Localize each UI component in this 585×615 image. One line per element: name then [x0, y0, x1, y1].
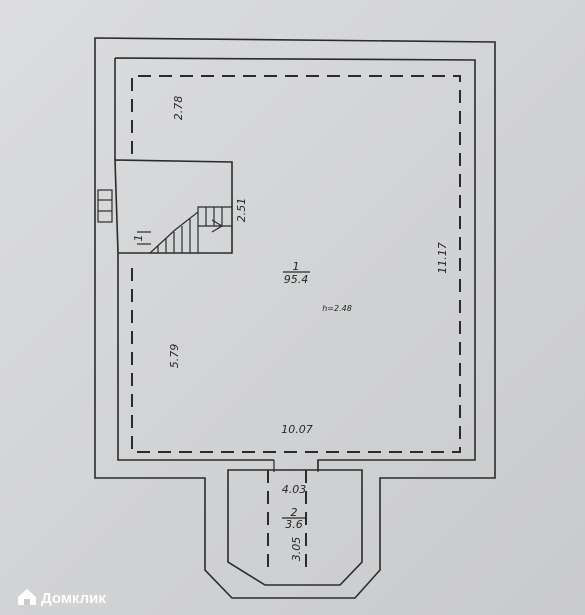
- dim-stair: 2.51: [235, 198, 248, 223]
- dim-porch-depth: 3.05: [290, 537, 303, 562]
- stair-treads: [149, 206, 232, 254]
- room1-measure-line: [131, 75, 461, 453]
- dim-right: 11.17: [436, 242, 449, 274]
- stair-block: [114, 159, 233, 254]
- dim-porch-width: 4.03: [282, 483, 307, 496]
- dim-bottom: 10.07: [281, 423, 313, 436]
- inner-wall: [114, 57, 476, 586]
- room1-height: h=2.48: [322, 304, 352, 313]
- room2-measure-line: [267, 470, 307, 568]
- watermark-text: Домклик: [41, 590, 106, 607]
- room1-number: 1: [293, 260, 300, 273]
- window: [97, 189, 113, 223]
- outer-wall: [94, 37, 496, 599]
- dim-left-lower: 5.79: [168, 344, 181, 369]
- dim-top-left: 2.78: [172, 96, 185, 121]
- room2-number: 2: [291, 506, 298, 519]
- room2-area: 3.6: [285, 518, 303, 531]
- stair-label: 1: [132, 235, 145, 242]
- room1-area: 95.4: [284, 273, 309, 286]
- domclick-logo-icon: [18, 589, 36, 605]
